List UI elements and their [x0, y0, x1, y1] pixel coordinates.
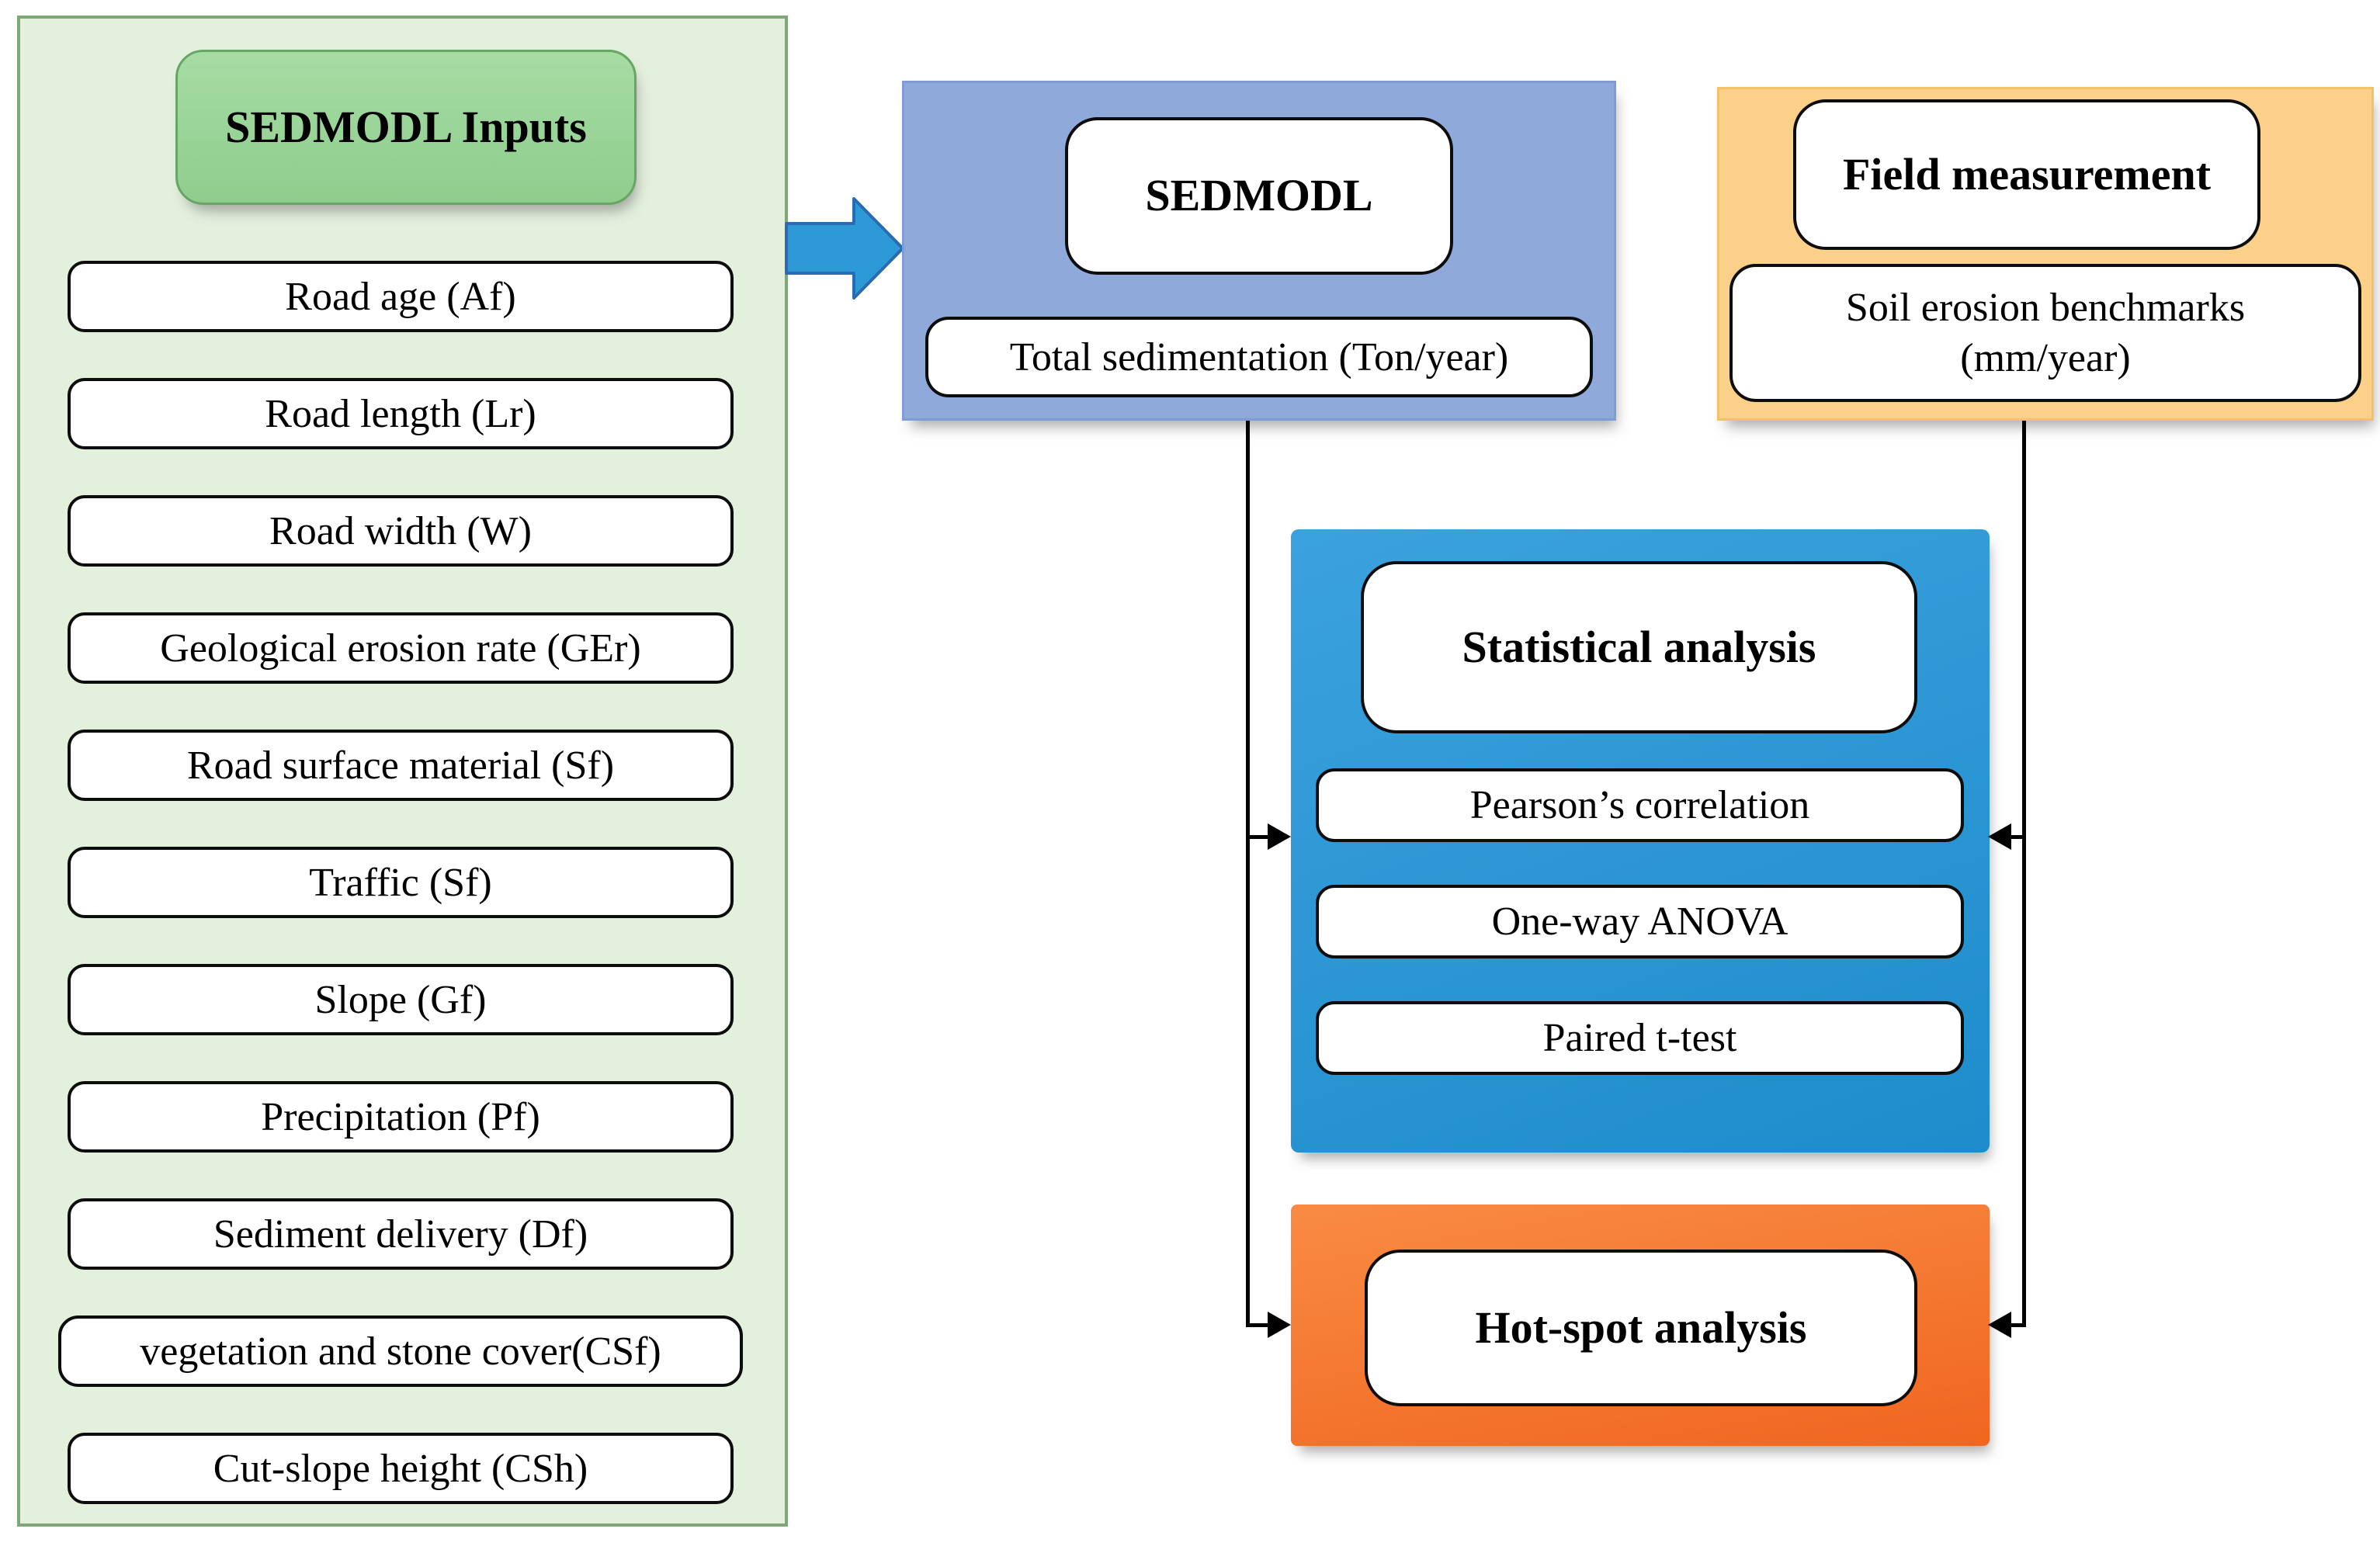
arrowhead-sedmodl-stats-icon — [1268, 823, 1291, 850]
field-measurement-output-box: Soil erosion benchmarks (mm/year) — [1729, 264, 2361, 402]
input-label: Road surface material (Sf) — [186, 743, 615, 788]
arrowhead-sedmodl-hotspot-icon — [1268, 1312, 1291, 1338]
field-measurement-title-box: Field measurement — [1793, 99, 2260, 250]
connector-sedmodl-vertical — [1246, 421, 1250, 1327]
input-box-sediment-delivery: Sediment delivery (Df) — [68, 1198, 734, 1270]
input-label: Traffic (Sf) — [309, 860, 492, 905]
sedmodl-output-box: Total sedimentation (Ton/year) — [925, 317, 1593, 397]
sedmodl-output-label: Total sedimentation (Ton/year) — [1009, 335, 1509, 380]
inputs-panel-title: SEDMODL Inputs — [225, 101, 587, 152]
inputs-panel-header: SEDMODL Inputs — [175, 50, 637, 205]
input-label: Slope (Gf) — [314, 977, 487, 1022]
method-label: One-way ANOVA — [1491, 900, 1788, 944]
input-box-road-surface-material: Road surface material (Sf) — [68, 730, 734, 801]
input-label: Precipitation (Pf) — [261, 1094, 540, 1139]
field-output-line2: (mm/year) — [1960, 336, 2131, 380]
connector-field-to-hotspot — [2011, 1323, 2026, 1327]
input-box-vegetation-stone-cover: vegetation and stone cover(CSf) — [58, 1315, 743, 1387]
input-label: Road age (Af) — [285, 274, 516, 319]
input-label: Geological erosion rate (GEr) — [160, 626, 641, 671]
sedmodl-title-box: SEDMODL — [1065, 117, 1453, 275]
arrowhead-field-stats-icon — [1988, 823, 2011, 850]
hotspot-analysis-title: Hot-spot analysis — [1475, 1302, 1807, 1353]
sedmodl-title: SEDMODL — [1145, 170, 1373, 221]
method-box-paired-t-test: Paired t-test — [1316, 1001, 1964, 1075]
input-box-slope: Slope (Gf) — [68, 964, 734, 1035]
input-label: Sediment delivery (Df) — [213, 1211, 588, 1257]
connector-sedmodl-to-stats — [1246, 835, 1271, 839]
method-label: Pearson’s correlation — [1469, 783, 1810, 827]
flow-arrow-icon — [785, 197, 904, 300]
method-box-pearsons-correlation: Pearson’s correlation — [1316, 768, 1964, 842]
input-label: Road width (W) — [269, 508, 532, 553]
connector-field-vertical — [2022, 421, 2026, 1327]
input-box-road-width: Road width (W) — [68, 495, 734, 567]
input-label: Road length (Lr) — [265, 391, 536, 436]
statistical-analysis-title: Statistical analysis — [1462, 621, 1816, 672]
field-measurement-title: Field measurement — [1842, 148, 2212, 199]
input-box-cut-slope-height: Cut-slope height (CSh) — [68, 1433, 734, 1504]
input-label: vegetation and stone cover(CSf) — [140, 1329, 661, 1374]
method-box-one-way-anova: One-way ANOVA — [1316, 885, 1964, 958]
method-label: Paired t-test — [1542, 1016, 1737, 1060]
hotspot-analysis-title-box: Hot-spot analysis — [1365, 1250, 1917, 1406]
arrowhead-field-hotspot-icon — [1988, 1312, 2011, 1338]
input-label: Cut-slope height (CSh) — [213, 1446, 588, 1491]
statistical-analysis-title-box: Statistical analysis — [1361, 561, 1917, 733]
connector-field-to-stats — [2011, 835, 2026, 839]
input-box-geological-erosion-rate: Geological erosion rate (GEr) — [68, 612, 734, 684]
input-box-road-length: Road length (Lr) — [68, 378, 734, 449]
input-box-road-age: Road age (Af) — [68, 261, 734, 332]
field-output-line1: Soil erosion benchmarks — [1845, 286, 2246, 330]
input-box-traffic: Traffic (Sf) — [68, 847, 734, 918]
connector-sedmodl-to-hotspot — [1246, 1323, 1271, 1327]
input-box-precipitation: Precipitation (Pf) — [68, 1081, 734, 1153]
